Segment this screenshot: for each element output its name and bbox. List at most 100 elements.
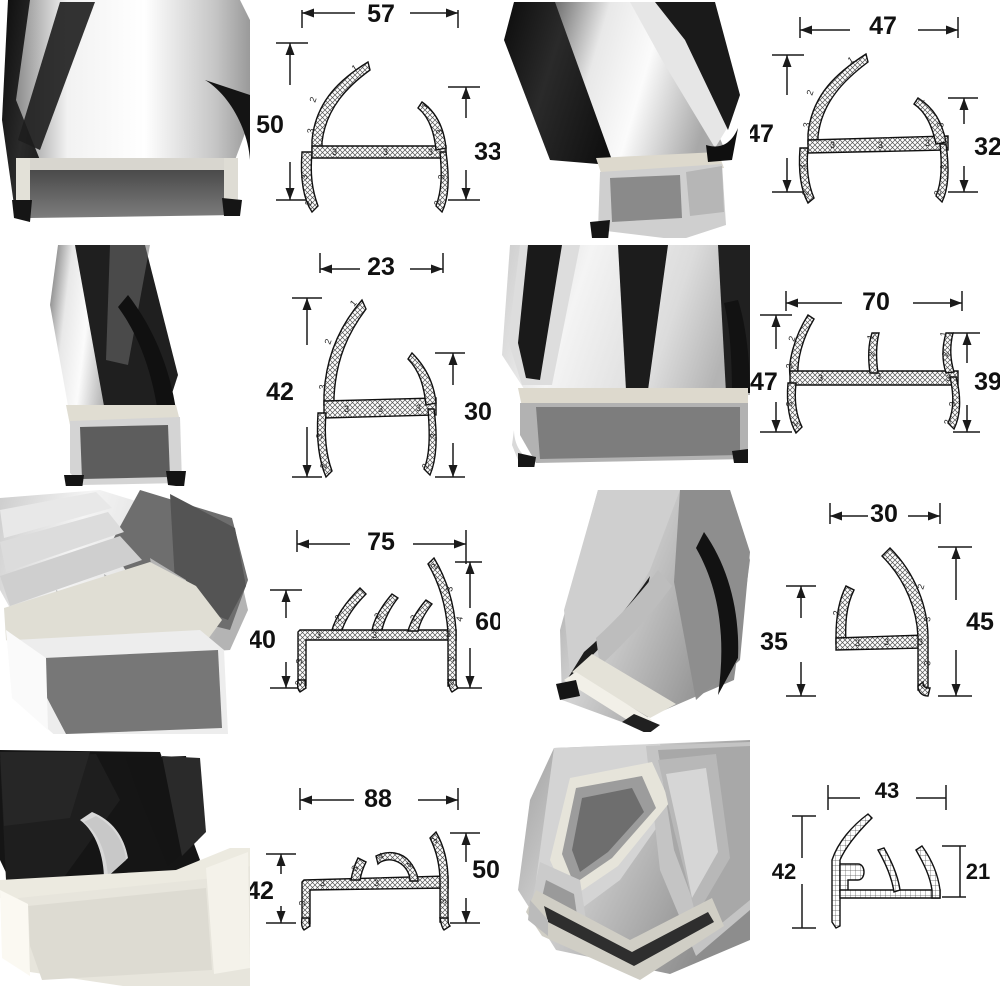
dim-left-height-2: 47 (750, 120, 774, 148)
svg-text:3: 3 (374, 878, 379, 888)
svg-text:3: 3 (429, 836, 440, 845)
svg-text:2: 2 (804, 89, 815, 97)
cross-section-drawing-6: 30 35 45 2 3 3 3 2 3 (750, 490, 1000, 740)
dim-width-1: 57 (367, 0, 395, 28)
svg-text:1: 1 (938, 331, 949, 337)
dim-width-8: 43 (875, 778, 899, 803)
svg-text:3: 3 (818, 373, 823, 383)
wall-thickness-marks-7: 3 3 3 4 4 3 3 3 (297, 836, 448, 906)
svg-text:2: 2 (831, 610, 842, 616)
svg-text:2: 2 (932, 190, 943, 197)
cross-section-drawing-5: 75 40 60 2 3 2 2 (250, 490, 500, 740)
photo-5-render (0, 490, 250, 740)
dim-width-4: 70 (862, 288, 890, 316)
svg-text:1: 1 (915, 95, 926, 105)
product-photo-2 (500, 0, 750, 245)
svg-text:2: 2 (915, 583, 926, 591)
svg-text:3: 3 (830, 140, 835, 150)
drawing-5-svg: 75 40 60 2 3 2 2 (250, 528, 500, 693)
product-photo-6 (500, 490, 750, 740)
dim-width-6: 30 (870, 500, 898, 528)
svg-text:2: 2 (420, 463, 431, 470)
svg-text:3: 3 (378, 404, 383, 414)
photo-2-render (500, 0, 750, 245)
photo-1-render (0, 0, 250, 245)
svg-text:3: 3 (294, 658, 304, 664)
svg-text:3: 3 (305, 128, 316, 135)
drawing-7-svg: 88 42 50 3 3 3 4 (250, 785, 500, 931)
svg-text:3: 3 (797, 164, 808, 170)
cross-section-drawing-3: 23 42 30 2 1 3 3 3 (250, 245, 500, 490)
product-photo-7 (0, 740, 250, 1000)
svg-text:3: 3 (878, 140, 883, 150)
svg-text:3: 3 (344, 404, 349, 414)
svg-text:2: 2 (786, 335, 797, 343)
product-photo-1 (0, 0, 250, 245)
svg-text:2: 2 (789, 421, 800, 428)
svg-text:2: 2 (293, 680, 304, 687)
dim-right-height-6: 45 (966, 608, 994, 636)
svg-text:2: 2 (800, 190, 811, 197)
svg-text:3: 3 (349, 864, 360, 874)
dim-right-height-4: 39 (974, 368, 1000, 396)
svg-text:2: 2 (940, 351, 951, 357)
dim-right-height-7: 50 (472, 856, 500, 884)
dim-left-height-7: 42 (250, 877, 274, 905)
profile-shape-1 (300, 60, 449, 214)
profile-shape-5 (296, 556, 460, 693)
svg-text:3: 3 (316, 630, 321, 640)
drawing-2-svg: 47 47 3 2 2 1 3 3 3 (750, 12, 1000, 205)
photo-8-render (500, 740, 750, 1000)
wall-thickness-marks-6: 2 3 3 3 2 3 3 2 (831, 583, 932, 691)
svg-text:3: 3 (438, 898, 448, 904)
svg-text:3: 3 (416, 403, 421, 413)
wall-thickness-marks-3: 2 1 3 3 3 3 3 3 2 2 (314, 298, 439, 469)
svg-text:2: 2 (372, 611, 383, 621)
wall-thickness-marks-1: 2 1 3 3 3 3 3 3 2 2 1 3 (299, 63, 447, 207)
cross-section-drawing-2: 47 47 3 2 2 1 3 3 3 (750, 0, 1000, 245)
svg-text:3: 3 (297, 900, 307, 906)
svg-text:3: 3 (918, 637, 923, 647)
dim-width-3: 23 (367, 253, 395, 281)
dim-right-height-5: 60 (475, 608, 500, 636)
dim-right-height-1: 33 (474, 138, 500, 166)
photo-7-render (0, 740, 250, 1000)
svg-text:3: 3 (332, 147, 337, 157)
svg-text:3: 3 (801, 122, 812, 129)
svg-text:2: 2 (445, 680, 456, 687)
svg-text:2: 2 (408, 613, 419, 623)
svg-text:3: 3 (784, 401, 795, 407)
svg-text:3: 3 (428, 147, 433, 157)
dim-left-height-5: 40 (250, 626, 276, 654)
dim-width-2: 47 (869, 12, 897, 40)
profile-shape-7 (300, 830, 452, 931)
svg-text:3: 3 (444, 586, 455, 593)
dim-left-height-6: 35 (760, 628, 788, 656)
svg-text:4: 4 (404, 861, 415, 868)
svg-text:3: 3 (946, 373, 951, 383)
profile-shape-2 (798, 52, 949, 205)
drawing-1-svg: 57 50 33 2 1 3 (256, 0, 500, 214)
svg-text:3: 3 (922, 660, 932, 666)
svg-text:1: 1 (865, 334, 876, 341)
svg-text:3: 3 (428, 433, 439, 439)
dim-right-height-3: 30 (464, 398, 492, 426)
wall-thickness-marks-4: 2 3 3 1 2 3 1 2 3 3 3 2 2 (784, 331, 958, 427)
svg-text:4: 4 (377, 851, 386, 862)
drawing-3-svg: 23 42 30 2 1 3 3 3 (266, 253, 492, 479)
svg-text:2: 2 (866, 351, 877, 357)
product-photo-4 (500, 245, 750, 490)
svg-text:2: 2 (318, 463, 329, 470)
svg-text:3: 3 (317, 384, 328, 390)
svg-text:3: 3 (314, 433, 325, 439)
svg-text:3: 3 (855, 638, 860, 648)
product-photo-8 (500, 740, 750, 1000)
svg-text:3: 3 (299, 174, 310, 180)
svg-text:3: 3 (784, 363, 795, 369)
svg-text:2: 2 (322, 338, 333, 346)
profile-shape-4 (786, 314, 961, 435)
svg-text:3: 3 (383, 147, 388, 157)
dim-width-7: 88 (364, 785, 392, 813)
svg-text:3: 3 (935, 122, 946, 129)
cross-section-drawing-1: 57 50 33 2 1 3 (250, 0, 500, 245)
